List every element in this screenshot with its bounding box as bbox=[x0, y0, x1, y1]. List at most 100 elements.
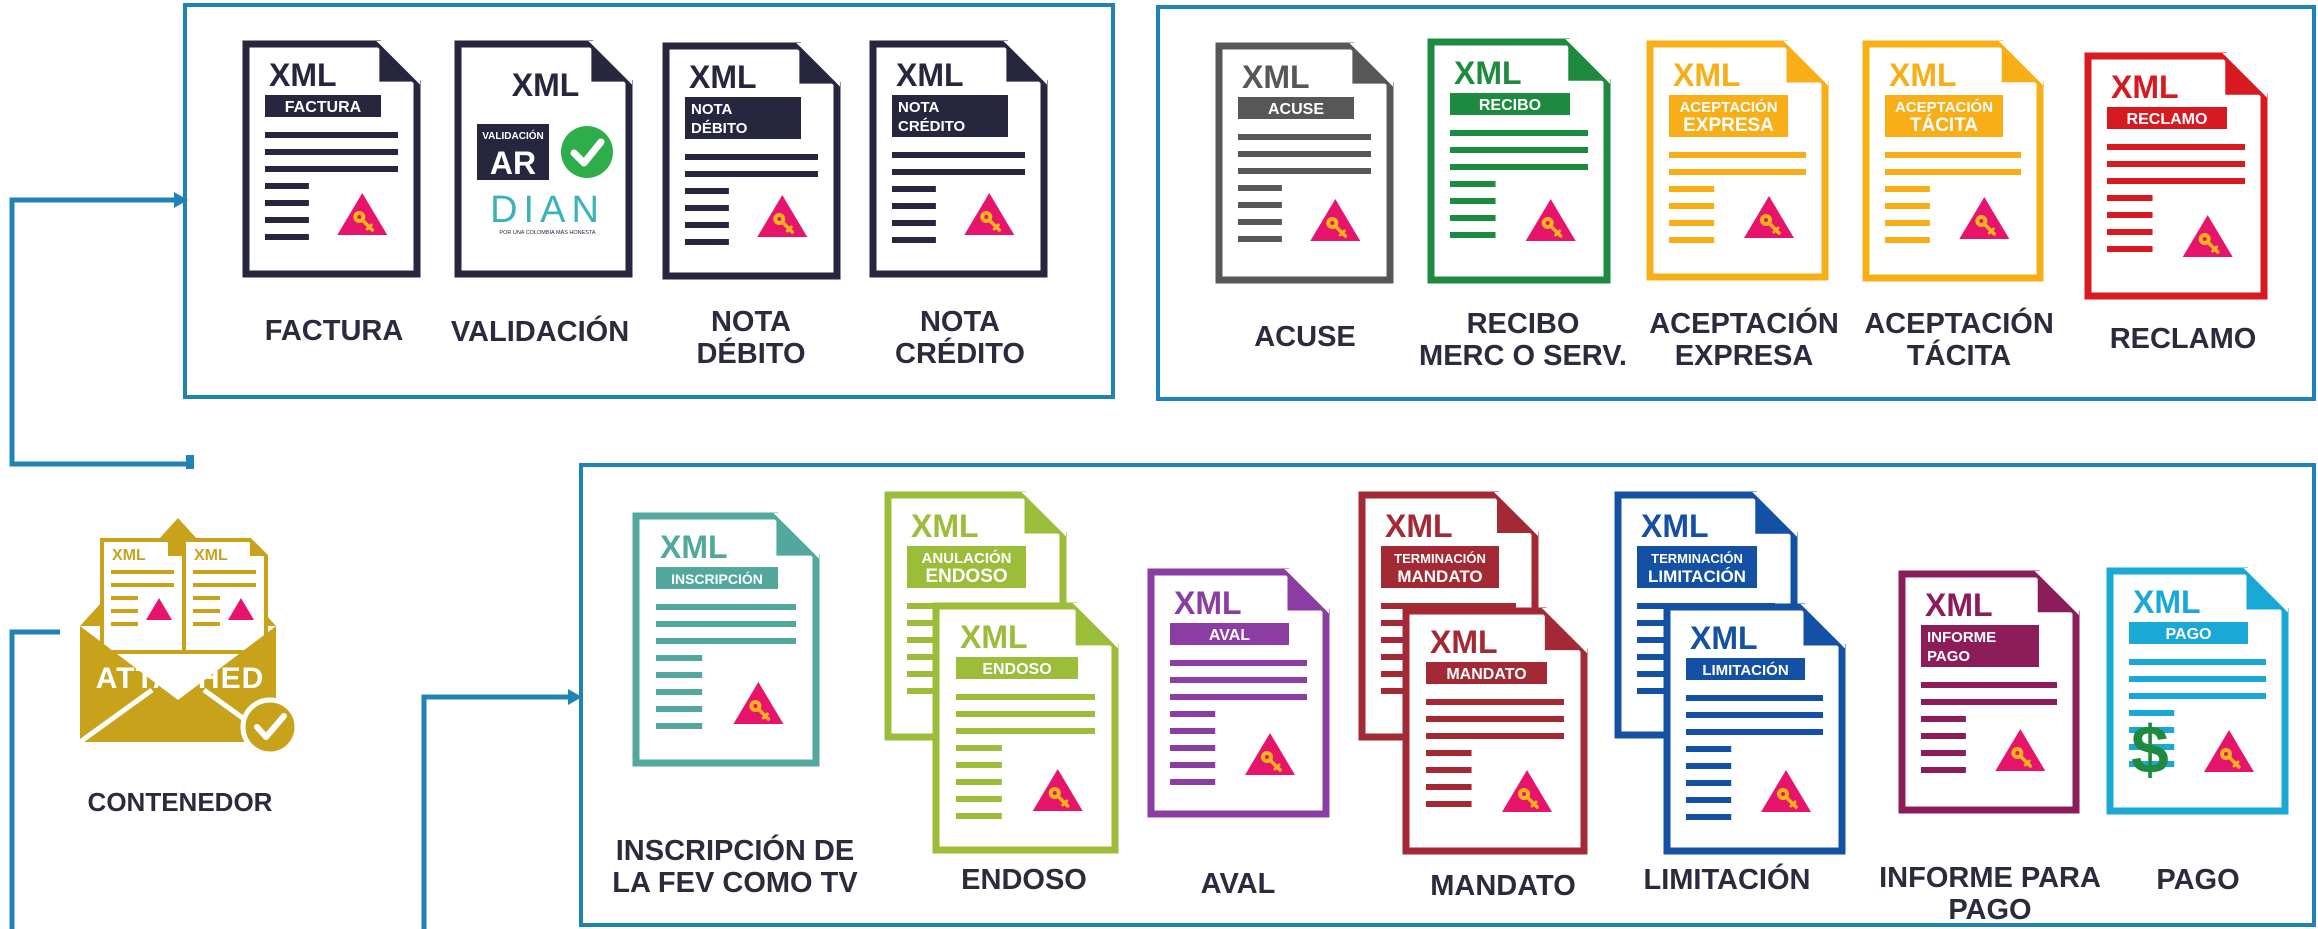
signature-seal-icon bbox=[733, 682, 784, 724]
document-fold bbox=[591, 44, 629, 82]
document-tag bbox=[907, 546, 1026, 588]
document-fold bbox=[1568, 42, 1607, 81]
xml-title: XML bbox=[1174, 585, 1242, 621]
document-fold bbox=[1024, 495, 1063, 534]
document-tag bbox=[1669, 95, 1788, 137]
document-fold bbox=[379, 44, 417, 82]
document-tag-text: ACEPTACIÓN bbox=[1895, 98, 1993, 116]
xml-title: XML bbox=[1242, 59, 1310, 95]
xml-title: XML bbox=[1673, 57, 1741, 93]
xml-title: XML bbox=[960, 619, 1028, 655]
xml-title: XML bbox=[1889, 57, 1957, 93]
document-tag-text: PAGO bbox=[1927, 648, 1970, 665]
xml-title: XML bbox=[1690, 620, 1758, 656]
document-tag-text: ENDOSO bbox=[925, 566, 1007, 587]
connector-bottom bbox=[421, 694, 572, 929]
document-tag bbox=[1921, 625, 2039, 667]
signature-seal-icon bbox=[1502, 770, 1553, 812]
document-tag-text: ENDOSO bbox=[982, 661, 1051, 678]
envelope-tag: ATTACHED bbox=[96, 662, 265, 695]
document-fold bbox=[1786, 44, 1825, 83]
document-tag bbox=[892, 95, 1008, 137]
xml-title: XML bbox=[512, 67, 580, 103]
document-tag-text: RECIBO bbox=[1479, 97, 1541, 114]
document-tag-text: MANDATO bbox=[1446, 666, 1526, 683]
xml-title: XML bbox=[2133, 584, 2201, 620]
xml-title: XML bbox=[689, 59, 757, 95]
xml-title: XML bbox=[112, 547, 146, 564]
document-fold bbox=[1287, 572, 1326, 611]
document-tag bbox=[656, 567, 778, 589]
document-tag-text: LIMITACIÓN bbox=[1702, 661, 1788, 679]
connector-top-stub bbox=[186, 455, 194, 469]
document-tag bbox=[1238, 97, 1354, 119]
xml-title: XML bbox=[1454, 55, 1522, 91]
dian-tagline: POR UNA COLOMBIA MÁS HONESTA bbox=[499, 229, 595, 236]
signature-seal-icon bbox=[1032, 769, 1083, 811]
dollar-sign-icon: $ bbox=[2131, 712, 2169, 788]
xml-title: XML bbox=[194, 547, 228, 564]
signature-seal-icon bbox=[2182, 215, 2233, 257]
document-tag-text: INFORME bbox=[1927, 629, 1996, 646]
xml-title: XML bbox=[1385, 508, 1453, 544]
informe-pago-document-icon: XML INFORME PAGO bbox=[1898, 570, 2080, 814]
document-tag bbox=[1686, 658, 1805, 680]
connector-left bbox=[9, 629, 60, 929]
document-tag bbox=[1426, 662, 1547, 684]
document-tag-text: ACEPTACIÓN bbox=[1679, 98, 1777, 116]
dian-logo: DIAN bbox=[490, 189, 605, 231]
factura-document-icon: XML FACTURA bbox=[242, 40, 421, 278]
document-tag-text: EXPRESA bbox=[1683, 115, 1774, 136]
document-tag-text: LIMITACIÓN bbox=[1648, 567, 1746, 586]
document-fold bbox=[2037, 574, 2076, 613]
document-tag-text: DÉBITO bbox=[691, 120, 748, 137]
document-tag bbox=[1170, 623, 1289, 645]
document-tag bbox=[265, 95, 381, 117]
recibo-document-icon: XML RECIBO bbox=[1427, 38, 1611, 284]
document-tag-text: AVAL bbox=[1209, 627, 1250, 644]
document-tag-text: PAGO bbox=[2166, 626, 2212, 643]
xml-title: XML bbox=[1925, 587, 1993, 623]
signature-seal-icon bbox=[337, 193, 388, 235]
signature-seal-icon bbox=[964, 193, 1015, 235]
connector-top bbox=[9, 197, 192, 467]
document-fold bbox=[1075, 606, 1115, 646]
aval-document-icon: XML AVAL bbox=[1147, 568, 1330, 818]
signature-seal-icon bbox=[1761, 770, 1811, 812]
document-fold bbox=[1544, 611, 1584, 651]
xml-title: XML bbox=[269, 57, 337, 93]
document-fold bbox=[1352, 46, 1390, 84]
signature-seal-icon bbox=[1525, 199, 1576, 241]
signature-seal-icon bbox=[757, 195, 808, 237]
xml-title: XML bbox=[911, 508, 979, 544]
document-tag bbox=[1637, 546, 1757, 588]
xml-title: XML bbox=[1430, 624, 1498, 660]
signature-seal-icon bbox=[1245, 733, 1295, 775]
document-fold bbox=[799, 46, 837, 84]
document-tag-text: FACTURA bbox=[285, 99, 362, 116]
xml-title: XML bbox=[660, 529, 728, 565]
document-tag-text: TERMINACIÓN bbox=[1394, 551, 1486, 566]
group-events-frame bbox=[1156, 5, 2316, 401]
document-tag bbox=[956, 657, 1078, 679]
xml-title: XML bbox=[896, 57, 964, 93]
document-fold bbox=[776, 516, 816, 556]
acuse-document-icon: XML ACUSE bbox=[1215, 42, 1394, 284]
signature-seal-icon bbox=[1959, 197, 2010, 239]
check-circle-icon bbox=[561, 126, 613, 178]
document-tag-text: CRÉDITO bbox=[898, 118, 966, 135]
document-tag-text: INSCRIPCIÓN bbox=[671, 570, 763, 587]
endoso-document-icon: XML ENDOSO bbox=[932, 602, 1119, 854]
document-tag-text: ACUSE bbox=[1268, 101, 1324, 118]
validation-badge bbox=[477, 124, 549, 180]
group-title-value-frame bbox=[579, 463, 2316, 927]
document-tag-text: TERMINACIÓN bbox=[1651, 551, 1743, 566]
mini-document-icon: XML bbox=[182, 538, 268, 654]
